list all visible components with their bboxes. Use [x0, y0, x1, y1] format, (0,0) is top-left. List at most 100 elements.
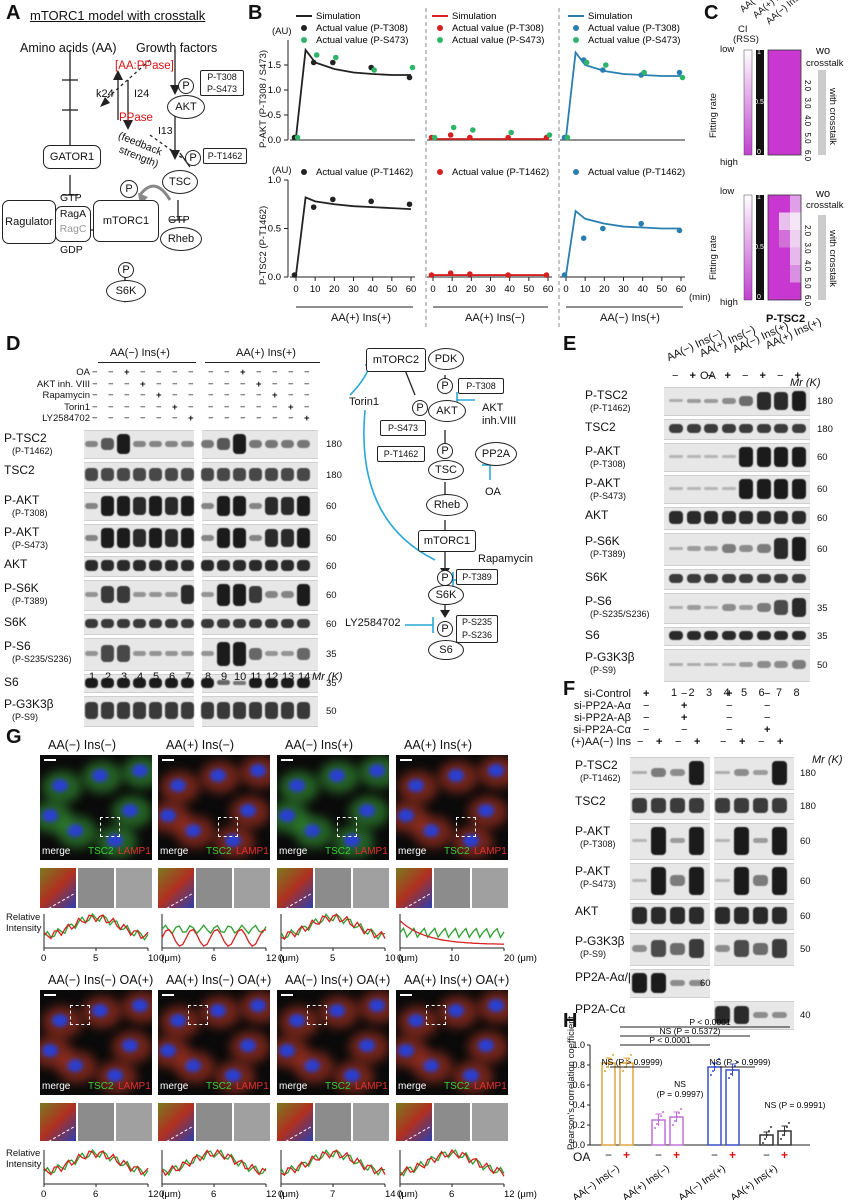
d-group-2: AA(+) Ins(+): [236, 347, 296, 359]
d-band: [281, 496, 294, 515]
e-band: [686, 631, 701, 640]
f-blot-sublabel: (P-T308): [580, 839, 616, 849]
d-pdk: PDK: [428, 348, 464, 370]
e-lane-number: 2: [688, 687, 695, 699]
g-roi-box: [426, 1005, 446, 1025]
h-group-label: AA(−) Ins(−): [571, 1163, 622, 1200]
d-mw: 180: [326, 438, 342, 450]
b-unit-bottom: (AU): [272, 165, 292, 176]
g-cell-nucleus: [107, 1069, 123, 1082]
d-mw: 180: [326, 469, 342, 481]
h-ytick-label: 0.0: [572, 1140, 585, 1150]
f-treat-mark: −: [726, 724, 733, 736]
d-treat-mark: −: [224, 401, 230, 413]
b-data-point: [447, 132, 454, 138]
g-lamp1-label: LAMP1: [118, 1081, 151, 1092]
e-blot-label: P-G3K3β: [585, 650, 635, 664]
h-point: [612, 1054, 614, 1056]
d-band: [281, 701, 294, 720]
d-treat-mark: −: [108, 367, 114, 378]
ragulator-node: Ragulator: [2, 200, 56, 244]
e-band: [791, 446, 806, 467]
d-band: [181, 651, 194, 656]
e-band: [739, 573, 753, 584]
g-scale-bar: [44, 994, 56, 996]
b-legend-dot-s473: [437, 37, 443, 43]
rag-node: RagA RagC: [55, 206, 91, 242]
d-treat-label: OA: [76, 367, 90, 378]
h-stat: NS: [674, 1079, 686, 1089]
mtorc1-phospho: P: [120, 180, 138, 198]
d-treat-mark: −: [156, 378, 162, 390]
d-lane-number: 1: [88, 671, 96, 683]
d-band: [217, 527, 230, 548]
d-band: [265, 701, 278, 720]
g-cell-nucleus: [92, 769, 108, 782]
h-stat: (P = 0.9997): [657, 1089, 704, 1099]
ppase-label: PPase: [119, 112, 153, 124]
g-cell-nucleus: [42, 1044, 58, 1057]
c-bracket: [818, 215, 826, 300]
g-cell-nucleus: [52, 779, 68, 792]
b-data-point: [603, 62, 609, 68]
b-data-point: [546, 132, 553, 138]
d-treat-mark: +: [240, 367, 246, 378]
e-band: [739, 662, 753, 667]
f-band: [689, 798, 704, 813]
d-treat-mark: +: [272, 390, 278, 401]
raga-label: RagA: [59, 208, 87, 220]
e-blot-strip: [664, 419, 810, 440]
d-treat-mark: −: [156, 367, 162, 378]
g-crop: [116, 1103, 152, 1141]
c-heat-cell: [768, 102, 779, 120]
b-xtick-label: 10: [580, 284, 591, 295]
g-cell-nucleus: [170, 779, 186, 792]
b-ytick-label: 1.5: [268, 60, 281, 71]
e-band: [756, 660, 771, 669]
f-band: [670, 942, 685, 955]
e-band: [669, 399, 683, 402]
g-xtick-label: 6: [449, 1189, 454, 1200]
g-xtick-label: 10: [449, 953, 460, 964]
d-treat-mark: −: [124, 413, 130, 424]
b-xtick-label: 50: [387, 284, 398, 295]
tsc-node: TSC: [162, 170, 198, 194]
d-band: [117, 645, 130, 662]
d-band: [201, 677, 214, 688]
e-oa-mark: −: [707, 370, 714, 382]
c-heat-cell: [779, 195, 790, 213]
h-point: [728, 1077, 730, 1079]
b-xtick-label: 60: [676, 284, 687, 295]
e-blot-sublabel: (P-S473): [590, 491, 627, 501]
gdp-label: GDP: [60, 244, 83, 256]
b-legend-dot-s473: [301, 37, 307, 43]
c-with-top: with crosstalk: [827, 88, 838, 146]
d-band: [201, 439, 214, 448]
f-treat-label: si-PP2A-Aα: [573, 700, 631, 712]
g-scale-bar: [281, 994, 293, 996]
b-data-point: [291, 272, 298, 278]
d-treat-label: LY2584702: [42, 413, 90, 424]
d-blot-label: TSC2: [4, 463, 35, 477]
e-blot-label: P-TSC2: [585, 388, 628, 402]
c-low-bottom: low: [720, 186, 735, 197]
b-simulation-line: [565, 50, 681, 138]
h-oa-mark: +: [729, 1148, 736, 1162]
d-band: [149, 468, 162, 481]
e-oa-mark: +: [759, 370, 766, 382]
b-data-point: [638, 220, 644, 227]
b-data-point: [508, 129, 514, 136]
b-legend-sim: Simulation: [588, 11, 632, 22]
b-xtick-label: 10: [310, 284, 321, 295]
h-ytick-label: 1.0: [572, 1040, 585, 1050]
g-tsc2-label: TSC2: [444, 1081, 470, 1092]
g-lamp1-label: LAMP1: [355, 1081, 388, 1092]
e-band: [704, 546, 718, 551]
d-blot-label: P-TSC2: [4, 431, 47, 445]
d-treat-mark: −: [92, 413, 98, 424]
mtorc1-node: mTORC1: [93, 200, 159, 242]
f-blot-label: PP2A-Aα/β: [575, 970, 635, 984]
f-blot-sublabel: (P-S9): [580, 949, 607, 959]
